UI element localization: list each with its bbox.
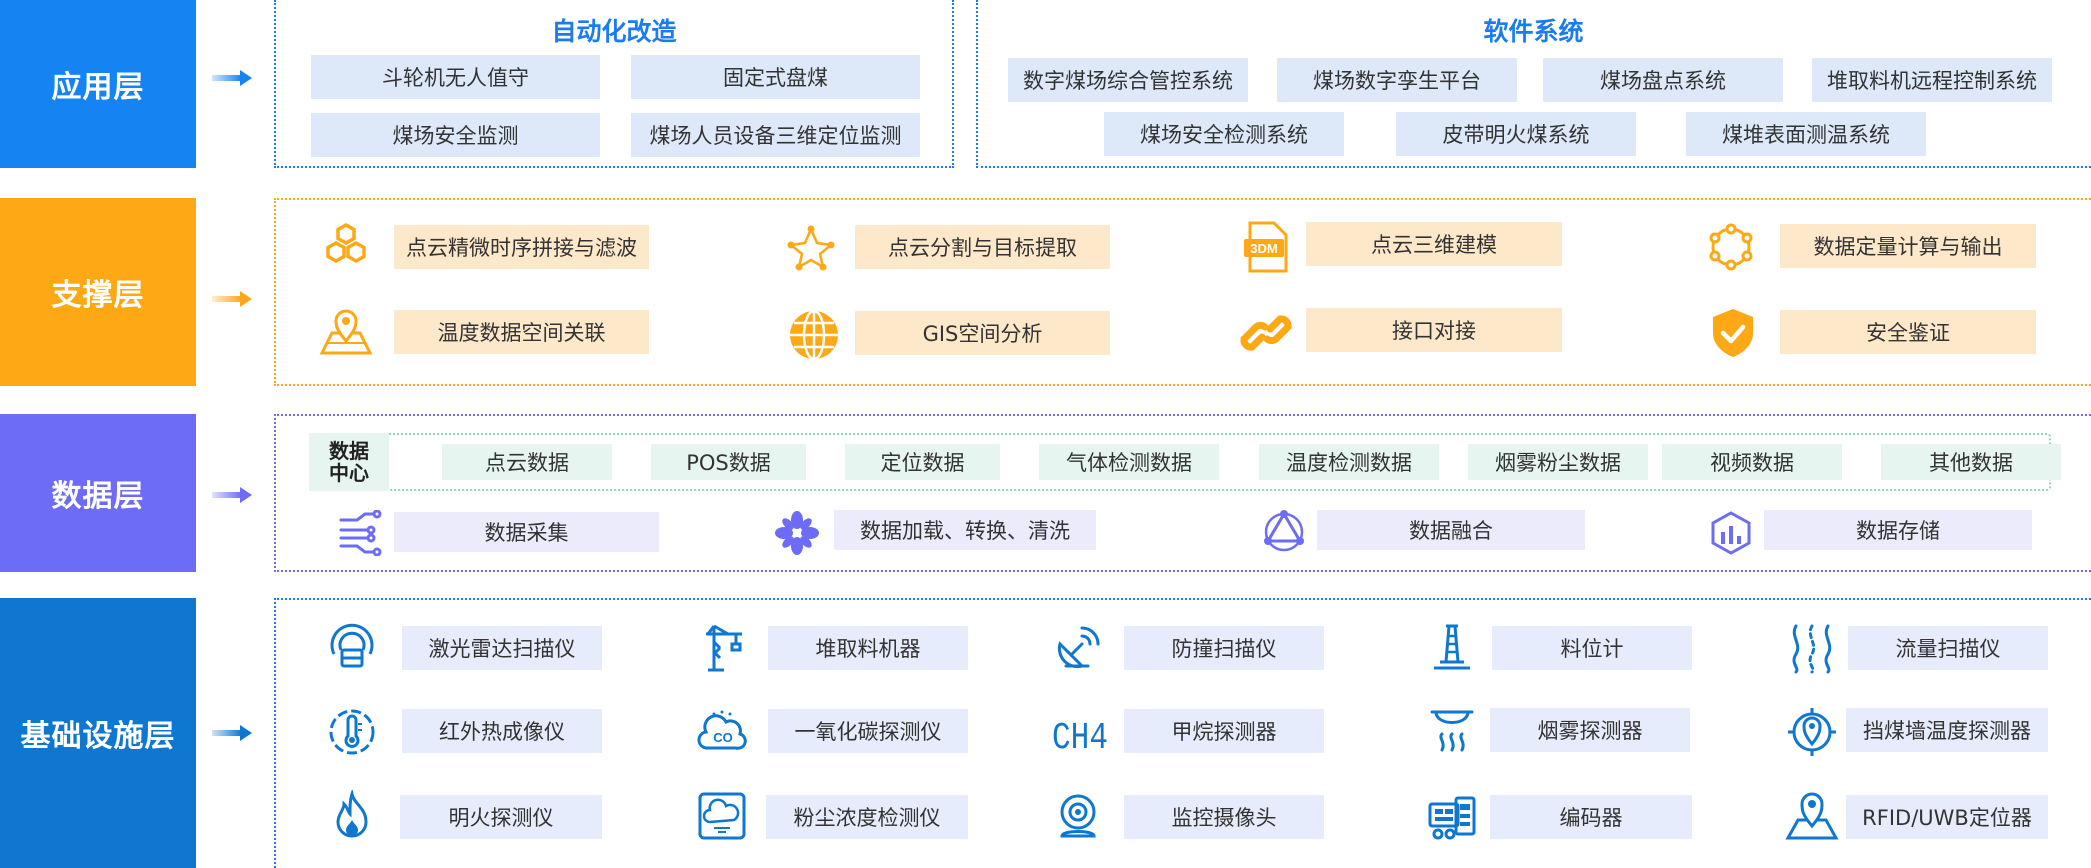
map-pin-icon [318,303,374,359]
encoder-icon [1426,790,1478,842]
infra-item: 甲烷探测器 [1124,709,1324,753]
support-item: 数据定量计算与输出 [1780,224,2036,268]
data-center-item: 视频数据 [1662,444,1842,480]
circuit-icon [337,509,383,557]
data-center-label: 数据 中心 [309,433,389,491]
software-item: 煤场盘点系统 [1543,58,1783,102]
icon-text: 3DM [1250,241,1277,256]
infra-item: 防撞扫描仪 [1124,626,1324,670]
automation-title: 自动化改造 [551,17,677,46]
data-center-item: POS数据 [651,444,806,480]
pinwheel-icon [774,510,820,556]
infra-item: 烟雾探测器 [1490,708,1690,752]
layer-label-data: 数据层 [0,414,196,572]
support-item: 点云精微时序拼接与滤波 [394,225,649,269]
software-item: 皮带明火煤系统 [1396,112,1636,156]
layer-label-infrastructure: 基础设施层 [0,598,196,868]
software-item: 数字煤场综合管控系统 [1008,58,1248,102]
co-cloud-icon: CO [696,706,748,758]
3dm-file-icon: 3DM [1240,219,1296,275]
data-process-item: 数据加载、转换、清洗 [834,510,1096,550]
arrow-right-icon [212,70,252,86]
software-item: 煤场安全检测系统 [1104,112,1344,156]
layer-label-application: 应用层 [0,0,196,168]
radar-dish-icon [1052,622,1104,674]
automation-item: 煤场安全监测 [311,113,600,157]
support-item: 安全鉴证 [1780,310,2036,354]
target-pin-icon [1786,706,1838,758]
automation-panel [274,0,954,168]
data-center-item: 定位数据 [845,444,1000,480]
automation-item: 煤场人员设备三维定位监测 [631,113,920,157]
smoke-detector-icon [1426,706,1478,758]
infra-item: 红外热成像仪 [402,709,602,753]
data-center-item: 其他数据 [1881,444,2061,480]
camera-icon [1052,790,1104,842]
arrow-right-icon [212,487,252,503]
hexagons-icon [318,219,374,275]
support-item: 点云分割与目标提取 [855,225,1110,269]
ch4-icon: CH4 [1052,706,1108,760]
software-panel [976,0,2091,168]
infra-item: 激光雷达扫描仪 [402,626,602,670]
thermometer-icon [326,706,378,758]
data-panel [274,414,2091,572]
infra-item: 挡煤墙温度探测器 [1846,708,2048,752]
infra-item: RFID/UWB定位器 [1846,795,2048,839]
software-item: 煤堆表面测温系统 [1686,112,1926,156]
ring-nodes-icon [1703,219,1759,275]
software-title: 软件系统 [1483,17,1584,46]
layer-label-text: 基础设施层 [20,719,176,754]
layer-label-text: 数据层 [51,479,145,514]
storage-chart-icon [1708,510,1754,556]
triangle-nodes-icon [1261,508,1307,554]
support-panel [274,198,2091,386]
software-item: 煤场数字孪生平台 [1277,58,1517,102]
infra-item: 料位计 [1492,626,1692,670]
support-item: 接口对接 [1306,308,1562,352]
arrow-right-icon [212,291,252,307]
icon-text: CO [713,730,733,745]
support-item: 点云三维建模 [1306,222,1562,266]
lidar-icon [326,622,378,674]
infra-item: 一氧化碳探测仪 [768,709,968,753]
infra-item: 流量扫描仪 [1848,626,2048,670]
infra-item: 堆取料机器 [768,626,968,670]
infra-item: 监控摄像头 [1124,795,1324,839]
network-star-icon [783,219,839,275]
data-center-item: 烟雾粉尘数据 [1468,444,1648,480]
automation-item: 固定式盘煤 [631,55,920,99]
data-process-item: 数据融合 [1317,510,1585,550]
data-center-item: 温度检测数据 [1259,444,1439,480]
flow-waves-icon [1786,622,1838,674]
location-map-icon [1784,790,1840,842]
data-center-item: 点云数据 [442,444,612,480]
flame-icon [326,788,378,842]
support-item: GIS空间分析 [855,311,1110,355]
data-process-item: 数据采集 [394,512,659,552]
data-process-item: 数据存储 [1764,510,2032,550]
arrow-right-icon [212,725,252,741]
link-icon [1238,305,1294,361]
dust-icon [696,790,748,842]
globe-icon [786,307,842,363]
layer-label-text: 支撑层 [51,278,145,313]
level-gauge-icon [1426,622,1478,674]
automation-item: 斗轮机无人值守 [311,55,600,99]
layer-label-support: 支撑层 [0,198,196,386]
infrastructure-panel [274,598,2091,868]
software-item: 堆取料机远程控制系统 [1812,58,2052,102]
crane-icon [698,622,750,674]
shield-check-icon [1705,305,1761,361]
infra-item: 明火探测仪 [400,795,602,839]
data-center-item: 气体检测数据 [1039,444,1219,480]
infra-item: 粉尘浓度检测仪 [766,795,968,839]
support-item: 温度数据空间关联 [394,310,649,354]
infra-item: 编码器 [1490,795,1692,839]
layer-label-text: 应用层 [51,70,145,105]
icon-text: CH4 [1052,717,1108,758]
